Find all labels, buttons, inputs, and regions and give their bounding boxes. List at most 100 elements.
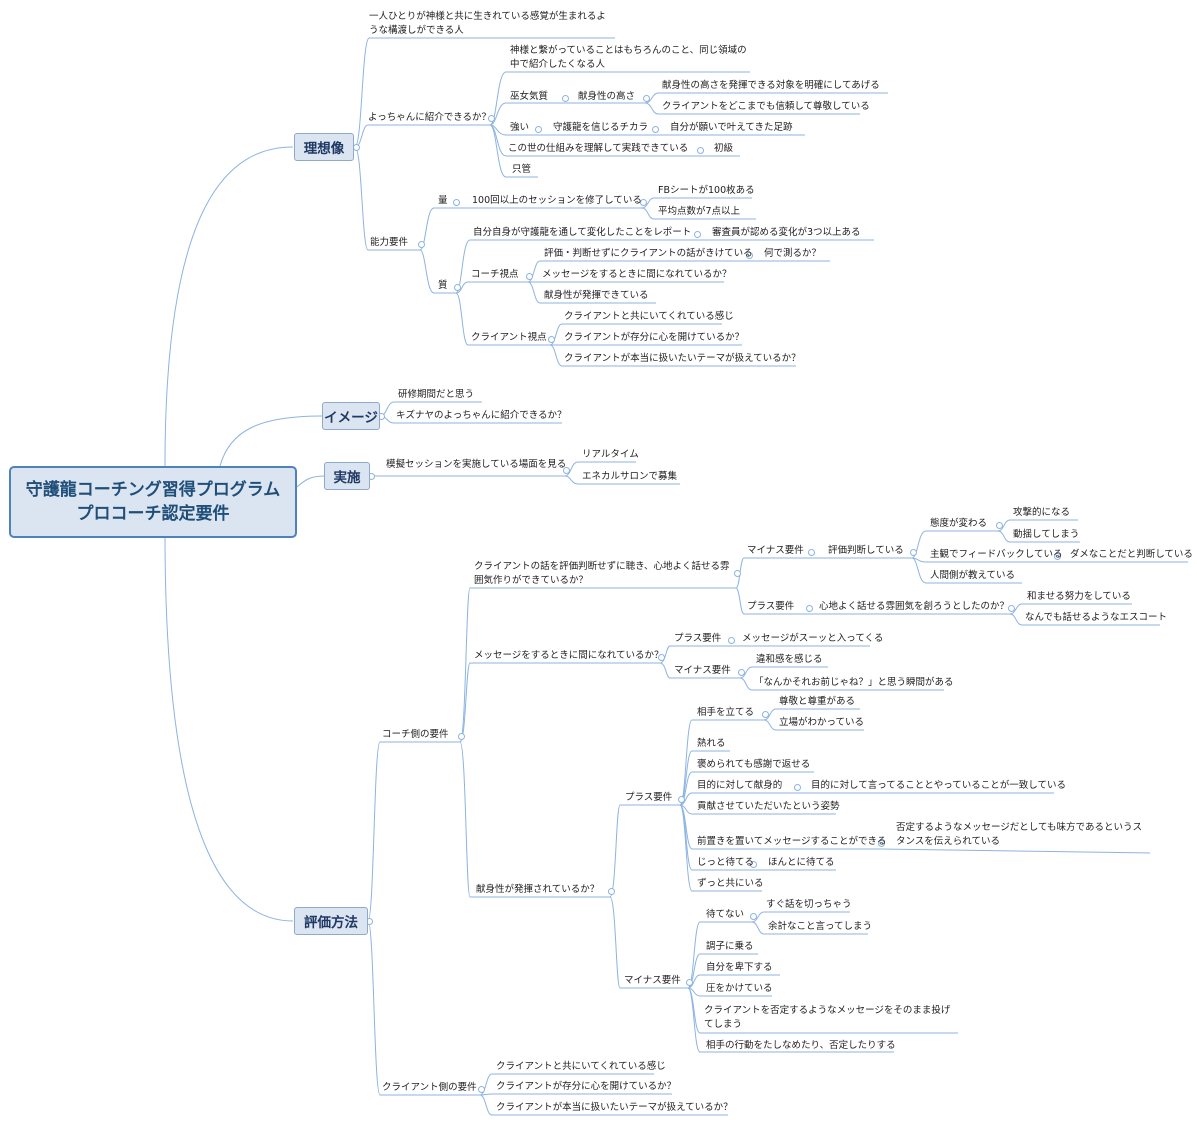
node-fb[interactable]: FBシートが100枚ある: [658, 185, 755, 196]
node-position[interactable]: 立場がわかっている: [779, 717, 865, 728]
node-ideal-bridge[interactable]: 一人ひとりが神様と共に生きれている感覚が生まれるような構渡しができる人: [369, 11, 606, 36]
node-power[interactable]: 守護龍を信じるチカラ: [553, 122, 649, 133]
collapse-toggle-icon[interactable]: [738, 669, 745, 676]
node-msg-plus[interactable]: プラス要件: [674, 633, 722, 644]
node-dev-plus[interactable]: プラス要件: [625, 792, 673, 803]
node-subjective[interactable]: 主観でフィードバックしている: [930, 549, 1063, 560]
collapse-toggle-icon[interactable]: [643, 95, 650, 102]
node-practice-scene[interactable]: 模擬セッションを実施している場面を見る: [386, 459, 567, 470]
topic-ideal[interactable]: 理想像: [294, 133, 354, 161]
collapse-toggle-icon[interactable]: [878, 840, 885, 847]
collapse-toggle-icon[interactable]: [353, 144, 360, 151]
node-quality[interactable]: 質: [438, 280, 448, 291]
node-minus-1[interactable]: マイナス要件: [747, 545, 804, 556]
collapse-toggle-icon[interactable]: [454, 284, 461, 291]
node-quantity[interactable]: 量: [438, 195, 448, 206]
node-avg[interactable]: 平均点数が7点以上: [658, 206, 741, 217]
node-pressure[interactable]: 圧をかけている: [706, 983, 773, 994]
central-topic[interactable]: 守護龍コーチング習得プログラム プロコーチ認定要件: [9, 466, 297, 538]
node-thanks[interactable]: 褒められても感謝で返せる: [697, 759, 811, 770]
collapse-toggle-icon[interactable]: [562, 95, 569, 102]
collapse-toggle-icon[interactable]: [488, 115, 495, 122]
node-introduce[interactable]: よっちゃんに紹介できるか？: [368, 112, 492, 123]
node-msg-minus[interactable]: マイナス要件: [674, 665, 731, 676]
node-reprimand[interactable]: 相手の行動をたしなめたり、否定したりする: [706, 1040, 896, 1051]
node-nanka[interactable]: 「なんかそれお前じゃね？」と思う瞬間がある: [754, 677, 954, 688]
node-client-req-2[interactable]: クライアントが存分に心を開けているか？: [496, 1081, 677, 1092]
collapse-toggle-icon[interactable]: [526, 273, 533, 280]
collapse-toggle-icon[interactable]: [563, 467, 570, 474]
topic-evaluation[interactable]: 評価方法: [294, 907, 368, 935]
node-client-view-1[interactable]: クライアントと共にいてくれている感じ: [564, 311, 734, 322]
collapse-toggle-icon[interactable]: [1054, 553, 1061, 560]
node-carried[interactable]: 調子に乗る: [706, 941, 754, 952]
node-self-down[interactable]: 自分を卑下する: [706, 962, 773, 973]
node-msg-empty[interactable]: メッセージをするときに間になれているか？: [474, 650, 664, 661]
collapse-toggle-icon[interactable]: [478, 1086, 485, 1093]
node-world[interactable]: この世の仕組みを理解して実践できている: [508, 143, 689, 154]
collapse-toggle-icon[interactable]: [728, 637, 735, 644]
collapse-toggle-icon[interactable]: [750, 861, 757, 868]
collapse-toggle-icon[interactable]: [750, 913, 757, 920]
collapse-toggle-icon[interactable]: [640, 199, 647, 206]
node-throw[interactable]: クライアントを否定するようなメッセージをそのまま投げてしまう: [704, 1005, 951, 1030]
collapse-toggle-icon[interactable]: [697, 147, 704, 154]
collapse-toggle-icon[interactable]: [734, 570, 741, 577]
node-aggressive[interactable]: 攻撃的になる: [1013, 507, 1071, 518]
topic-image[interactable]: イメージ: [322, 402, 380, 430]
collapse-toggle-icon[interactable]: [762, 711, 769, 718]
collapse-toggle-icon[interactable]: [458, 733, 465, 740]
node-contribute[interactable]: 貢献させていただいたという姿勢: [697, 801, 840, 812]
node-respect-love[interactable]: 尊敬と尊重がある: [779, 696, 856, 707]
node-client-req-3[interactable]: クライアントが本当に扱いたいテーマが扱えているか？: [496, 1102, 733, 1113]
node-stance[interactable]: 否定するようなメッセージだとしても味方であるというスタンスを伝えられている: [896, 822, 1142, 847]
node-eval-free[interactable]: 評価・判断せずにクライアントの話がきけている: [544, 248, 753, 259]
node-respect-client[interactable]: クライアントをどこまでも信頼して尊敬している: [662, 101, 870, 112]
node-soften[interactable]: 和ませる努力をしている: [1027, 591, 1131, 602]
node-ability[interactable]: 能力要件: [370, 237, 409, 248]
collapse-toggle-icon[interactable]: [794, 784, 801, 791]
node-preface[interactable]: 前置きを置いてメッセージすることができる: [697, 836, 887, 847]
node-human-teach[interactable]: 人間側が教えている: [930, 570, 1016, 581]
node-empty-msg[interactable]: メッセージをするときに間になれているか？: [542, 269, 732, 280]
node-connected[interactable]: 神様と繋がっていることはもちろんのこと、同じ領域の中で紹介したくなる人: [510, 45, 747, 70]
node-salon[interactable]: エネカルサロンで募集: [582, 471, 678, 482]
node-really-wait[interactable]: ほんとに待てる: [768, 857, 835, 868]
node-how-measure[interactable]: 何で測るか？: [764, 248, 822, 259]
collapse-toggle-icon[interactable]: [608, 888, 615, 895]
node-client-view[interactable]: クライアント視点: [471, 332, 547, 343]
node-discomfort[interactable]: 違和感を感じる: [756, 654, 823, 665]
node-image-2[interactable]: キズナヤのよっちゃんに紹介できるか？: [396, 410, 567, 421]
node-shikan[interactable]: 只管: [512, 164, 532, 175]
node-msg-smooth[interactable]: メッセージがスーッと入ってくる: [742, 633, 884, 644]
collapse-toggle-icon[interactable]: [453, 199, 460, 206]
node-dev-minus[interactable]: マイナス要件: [624, 975, 681, 986]
node-extra[interactable]: 余計なこと言ってしまう: [768, 921, 873, 932]
node-passion[interactable]: 熱れる: [697, 738, 726, 749]
node-strong[interactable]: 強い: [510, 122, 530, 133]
collapse-toggle-icon[interactable]: [746, 252, 753, 259]
collapse-toggle-icon[interactable]: [996, 522, 1003, 529]
node-plus-1[interactable]: プラス要件: [747, 601, 795, 612]
node-wait[interactable]: じっと待てる: [697, 857, 755, 868]
collapse-toggle-icon[interactable]: [548, 336, 555, 343]
node-footprints[interactable]: 自分が願いで叶えてきた足跡: [670, 122, 793, 133]
collapse-toggle-icon[interactable]: [808, 549, 815, 556]
collapse-toggle-icon[interactable]: [652, 126, 659, 133]
node-judging[interactable]: 評価判断している: [828, 545, 904, 556]
node-miko[interactable]: 巫女気質: [510, 91, 549, 102]
node-atmosphere[interactable]: クライアントの話を評価判断せずに聴き、心地よく話せる雰囲気作りができているか？: [474, 561, 730, 586]
node-devotion-height[interactable]: 献身性の高さ: [578, 91, 636, 102]
node-comfortable[interactable]: 心地よく話せる雰囲気を創ろうとしたのか？: [819, 601, 1010, 612]
node-client-view-2[interactable]: クライアントが存分に心を開けているか？: [564, 332, 745, 343]
node-devoted[interactable]: 目的に対して献身的: [697, 780, 783, 791]
collapse-toggle-icon[interactable]: [1008, 605, 1015, 612]
node-client-req[interactable]: クライアント側の要件: [382, 1082, 477, 1093]
node-attitude[interactable]: 態度が変わる: [930, 518, 988, 529]
collapse-toggle-icon[interactable]: [686, 979, 693, 986]
node-image-1[interactable]: 研修期間だと思う: [398, 389, 475, 400]
node-beginner[interactable]: 初級: [714, 143, 734, 154]
node-coach-view[interactable]: コーチ視点: [471, 269, 519, 280]
node-together[interactable]: ずっと共にいる: [697, 878, 764, 889]
collapse-toggle-icon[interactable]: [806, 605, 813, 612]
